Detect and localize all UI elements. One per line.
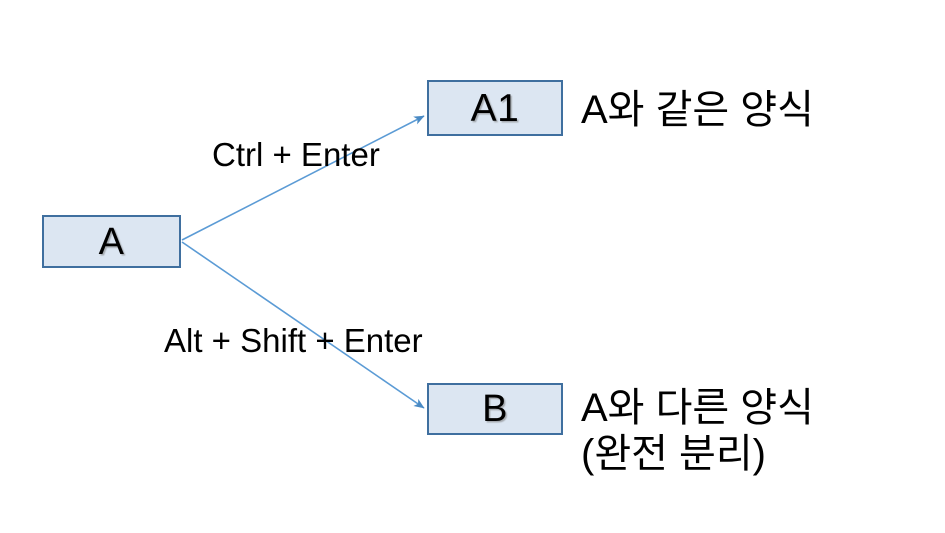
node-b[interactable]: B bbox=[427, 383, 563, 435]
annotation-b-line-2: (완전 분리) bbox=[581, 432, 766, 476]
node-a1[interactable]: A1 bbox=[427, 80, 563, 136]
annotation-a1-line-1: A와 같은 양식 bbox=[581, 88, 814, 132]
annotation-a1: A와 같은 양식 bbox=[581, 87, 814, 133]
annotation-b-line-1: A와 다른 양식 bbox=[581, 386, 814, 430]
edge-a-to-a1 bbox=[181, 115, 425, 241]
annotation-b: A와 다른 양식 (완전 분리) bbox=[581, 385, 814, 477]
node-b-label: B bbox=[482, 388, 508, 430]
node-a[interactable]: A bbox=[42, 215, 181, 268]
edge-label-ctrl-enter: Ctrl + Enter bbox=[212, 136, 380, 173]
node-a1-label: A1 bbox=[470, 86, 520, 130]
edge-label-alt-shift-enter: Alt + Shift + Enter bbox=[164, 322, 423, 359]
node-a-label: A bbox=[98, 220, 125, 263]
